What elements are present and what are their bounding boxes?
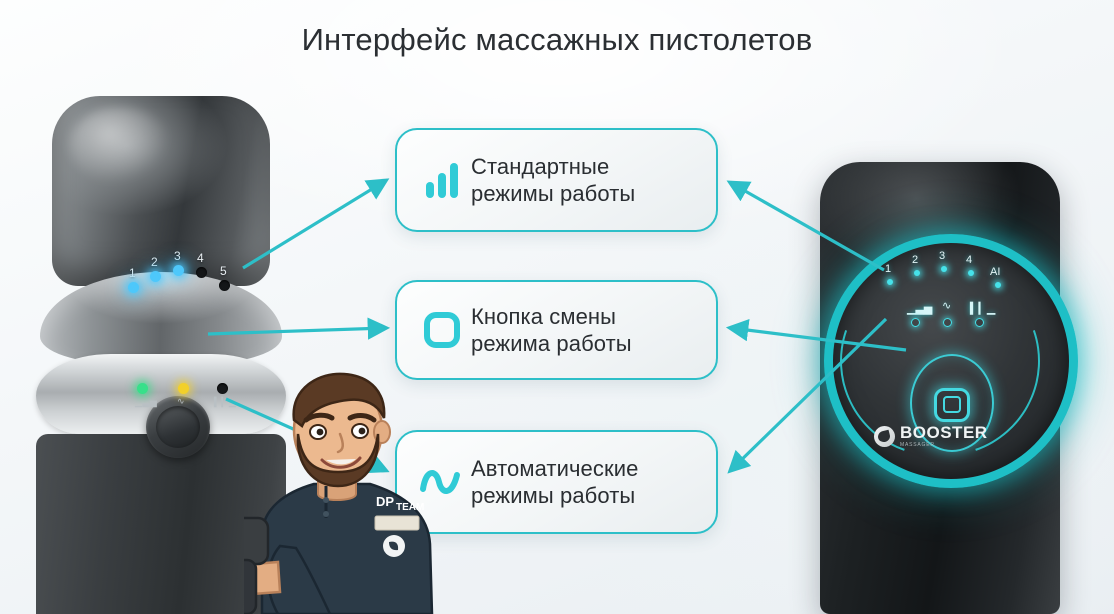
right-mode-led-pulse bbox=[975, 318, 984, 327]
rounded-square-icon bbox=[413, 311, 471, 349]
right-mode-led-bars bbox=[911, 318, 920, 327]
dp-team-badge: DP TEAM bbox=[374, 494, 424, 557]
callout-mode-button[interactable]: Кнопка смены режима работы bbox=[395, 280, 718, 380]
booster-logo-mark bbox=[874, 425, 895, 447]
booster-logo-text: BOOSTER bbox=[900, 423, 988, 442]
right-speed-label-ai: AI bbox=[990, 266, 1001, 278]
left-gun-power-button[interactable] bbox=[146, 396, 210, 458]
right-speed-label-2: 2 bbox=[912, 254, 919, 266]
callout-2-line-1: Кнопка смены bbox=[471, 303, 617, 329]
booster-logo: BOOSTER MASSAGER bbox=[874, 424, 1024, 448]
right-speed-led-ai bbox=[995, 282, 1001, 288]
trainer-illustration: DP TEAM bbox=[244, 368, 444, 614]
hair bbox=[292, 372, 386, 428]
callout-auto-modes-text: Автоматические режимы работы bbox=[471, 455, 638, 510]
callout-mode-button-text: Кнопка смены режима работы bbox=[471, 303, 632, 358]
right-gun-power-button-ring bbox=[934, 388, 970, 422]
right-mode-led-wave bbox=[943, 318, 952, 327]
right-speed-label-1: 1 bbox=[885, 263, 892, 275]
left-gun-head bbox=[52, 96, 270, 286]
callout-1-line-2: режимы работы bbox=[471, 181, 636, 206]
callout-auto-modes[interactable]: Автоматические режимы работы bbox=[395, 430, 718, 534]
sine-wave-icon bbox=[413, 465, 471, 499]
right-speed-led-4 bbox=[968, 270, 974, 276]
callout-standard-modes-text: Стандартные режимы работы bbox=[471, 153, 635, 208]
right-gun-power-button-core bbox=[943, 396, 961, 413]
beard bbox=[296, 433, 380, 488]
callout-3-line-1: Автоматические bbox=[471, 455, 639, 481]
right-massage-gun: 1 2 3 4 AI ▁▃▅ ∿ ▍▎▁ BOOSTER MASSAGER bbox=[806, 162, 1096, 614]
booster-logo-subtext: MASSAGER bbox=[900, 442, 935, 448]
pulse-icon: ▍▎▁ bbox=[970, 303, 996, 315]
right-speed-led-2 bbox=[914, 270, 920, 276]
right-speed-led-3 bbox=[941, 266, 947, 272]
bar-chart-icon bbox=[413, 162, 471, 198]
right-speed-label-3: 3 bbox=[939, 250, 946, 262]
badge-line-2: TEAM bbox=[396, 502, 424, 513]
callout-2-line-2: режима работы bbox=[471, 331, 632, 356]
page-title: Интерфейс массажных пистолетов bbox=[301, 22, 813, 57]
bars-icon: ▁▃▅ bbox=[907, 303, 933, 315]
right-speed-label-4: 4 bbox=[966, 254, 973, 266]
right-speed-led-1 bbox=[887, 279, 893, 285]
callout-standard-modes[interactable]: Стандартные режимы работы bbox=[395, 128, 718, 232]
held-massage-gun bbox=[244, 516, 270, 566]
right-gun-power-button[interactable] bbox=[910, 354, 994, 452]
badge-line-1: DP bbox=[376, 494, 394, 509]
left-gun-power-button-inner bbox=[156, 406, 200, 448]
callout-1-line-1: Стандартные bbox=[471, 153, 610, 179]
callout-3-line-2: режимы работы bbox=[471, 483, 636, 508]
wave-icon: ∿ bbox=[942, 300, 952, 312]
